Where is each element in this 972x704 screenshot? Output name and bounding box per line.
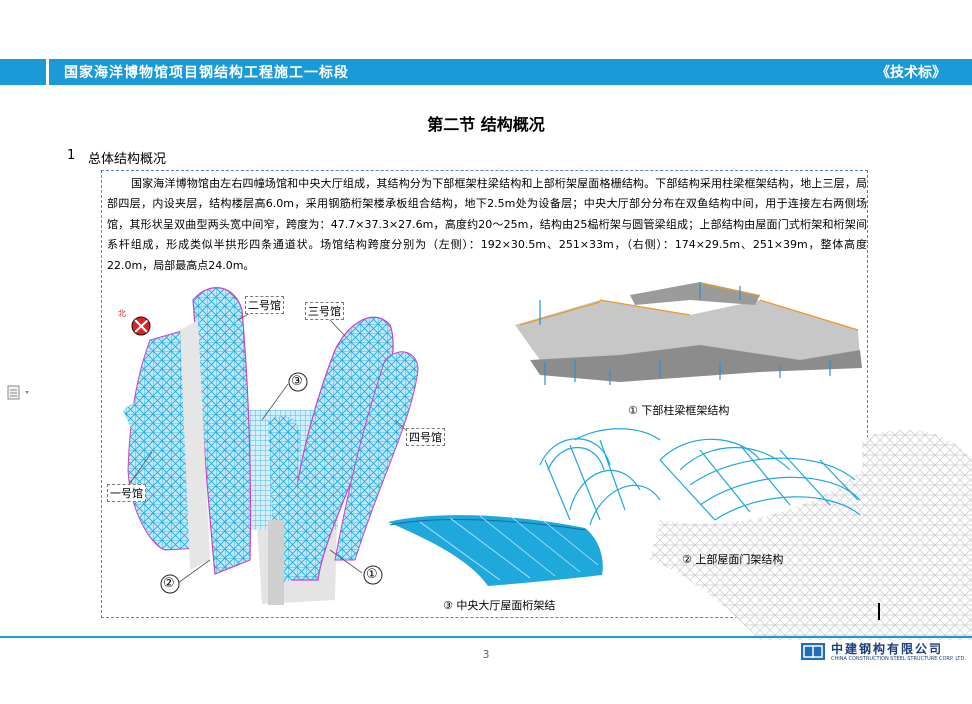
document-icon[interactable] xyxy=(7,385,35,405)
caption-central-truss: ③ 中央大厅屋面桁架结 xyxy=(443,599,556,612)
company-logo xyxy=(801,643,825,660)
hall-4-label: 四号馆 xyxy=(406,428,445,446)
plan-marker-2-text: ② xyxy=(163,576,175,591)
text-cursor xyxy=(878,603,880,620)
page-number: 3 xyxy=(482,648,490,661)
compass-icon xyxy=(131,316,151,336)
subsection-number: 1 xyxy=(67,148,76,163)
caption-lower-frame: ① 下部柱梁框架结构 xyxy=(628,404,730,417)
footer-rule xyxy=(0,636,972,638)
header-stripe xyxy=(46,59,49,85)
north-label: 北 xyxy=(118,309,126,318)
site-plan-drawing xyxy=(123,287,419,605)
content-frame xyxy=(101,170,868,618)
overview-paragraph: 国家海洋博物馆由左右四幢场馆和中央大厅组成，其结构分为下部框架柱梁结构和上部桁架… xyxy=(107,177,867,272)
hall-1-label: 一号馆 xyxy=(107,484,146,502)
company-name: 中建钢构有限公司 xyxy=(831,642,944,656)
lower-frame-structure-image xyxy=(515,282,862,385)
header-bar xyxy=(0,59,972,85)
document-tag: 《技术标》 xyxy=(876,65,946,81)
document-title: 国家海洋博物馆项目钢结构工程施工一标段 xyxy=(64,65,349,81)
upper-roof-structure-image xyxy=(539,428,861,526)
caption-upper-roof: ② 上部屋面门架结构 xyxy=(682,553,784,566)
hall-2-label: 二号馆 xyxy=(245,296,284,314)
hall-3-label: 三号馆 xyxy=(305,302,344,320)
plan-marker-1 xyxy=(363,565,383,585)
plan-marker-3-text: ③ xyxy=(291,374,303,389)
plan-marker-2 xyxy=(160,574,180,594)
plan-marker-1-text: ① xyxy=(366,567,378,582)
background-structure-image xyxy=(650,429,972,640)
subsection-title: 总体结构概况 xyxy=(88,152,167,167)
plan-marker-3 xyxy=(288,372,308,392)
section-title: 第二节 结构概况 xyxy=(427,115,545,134)
company-name-english: CHINA CONSTRUCTION STEEL STRUCTURE CORP.… xyxy=(831,656,966,662)
central-truss-image xyxy=(388,515,603,586)
